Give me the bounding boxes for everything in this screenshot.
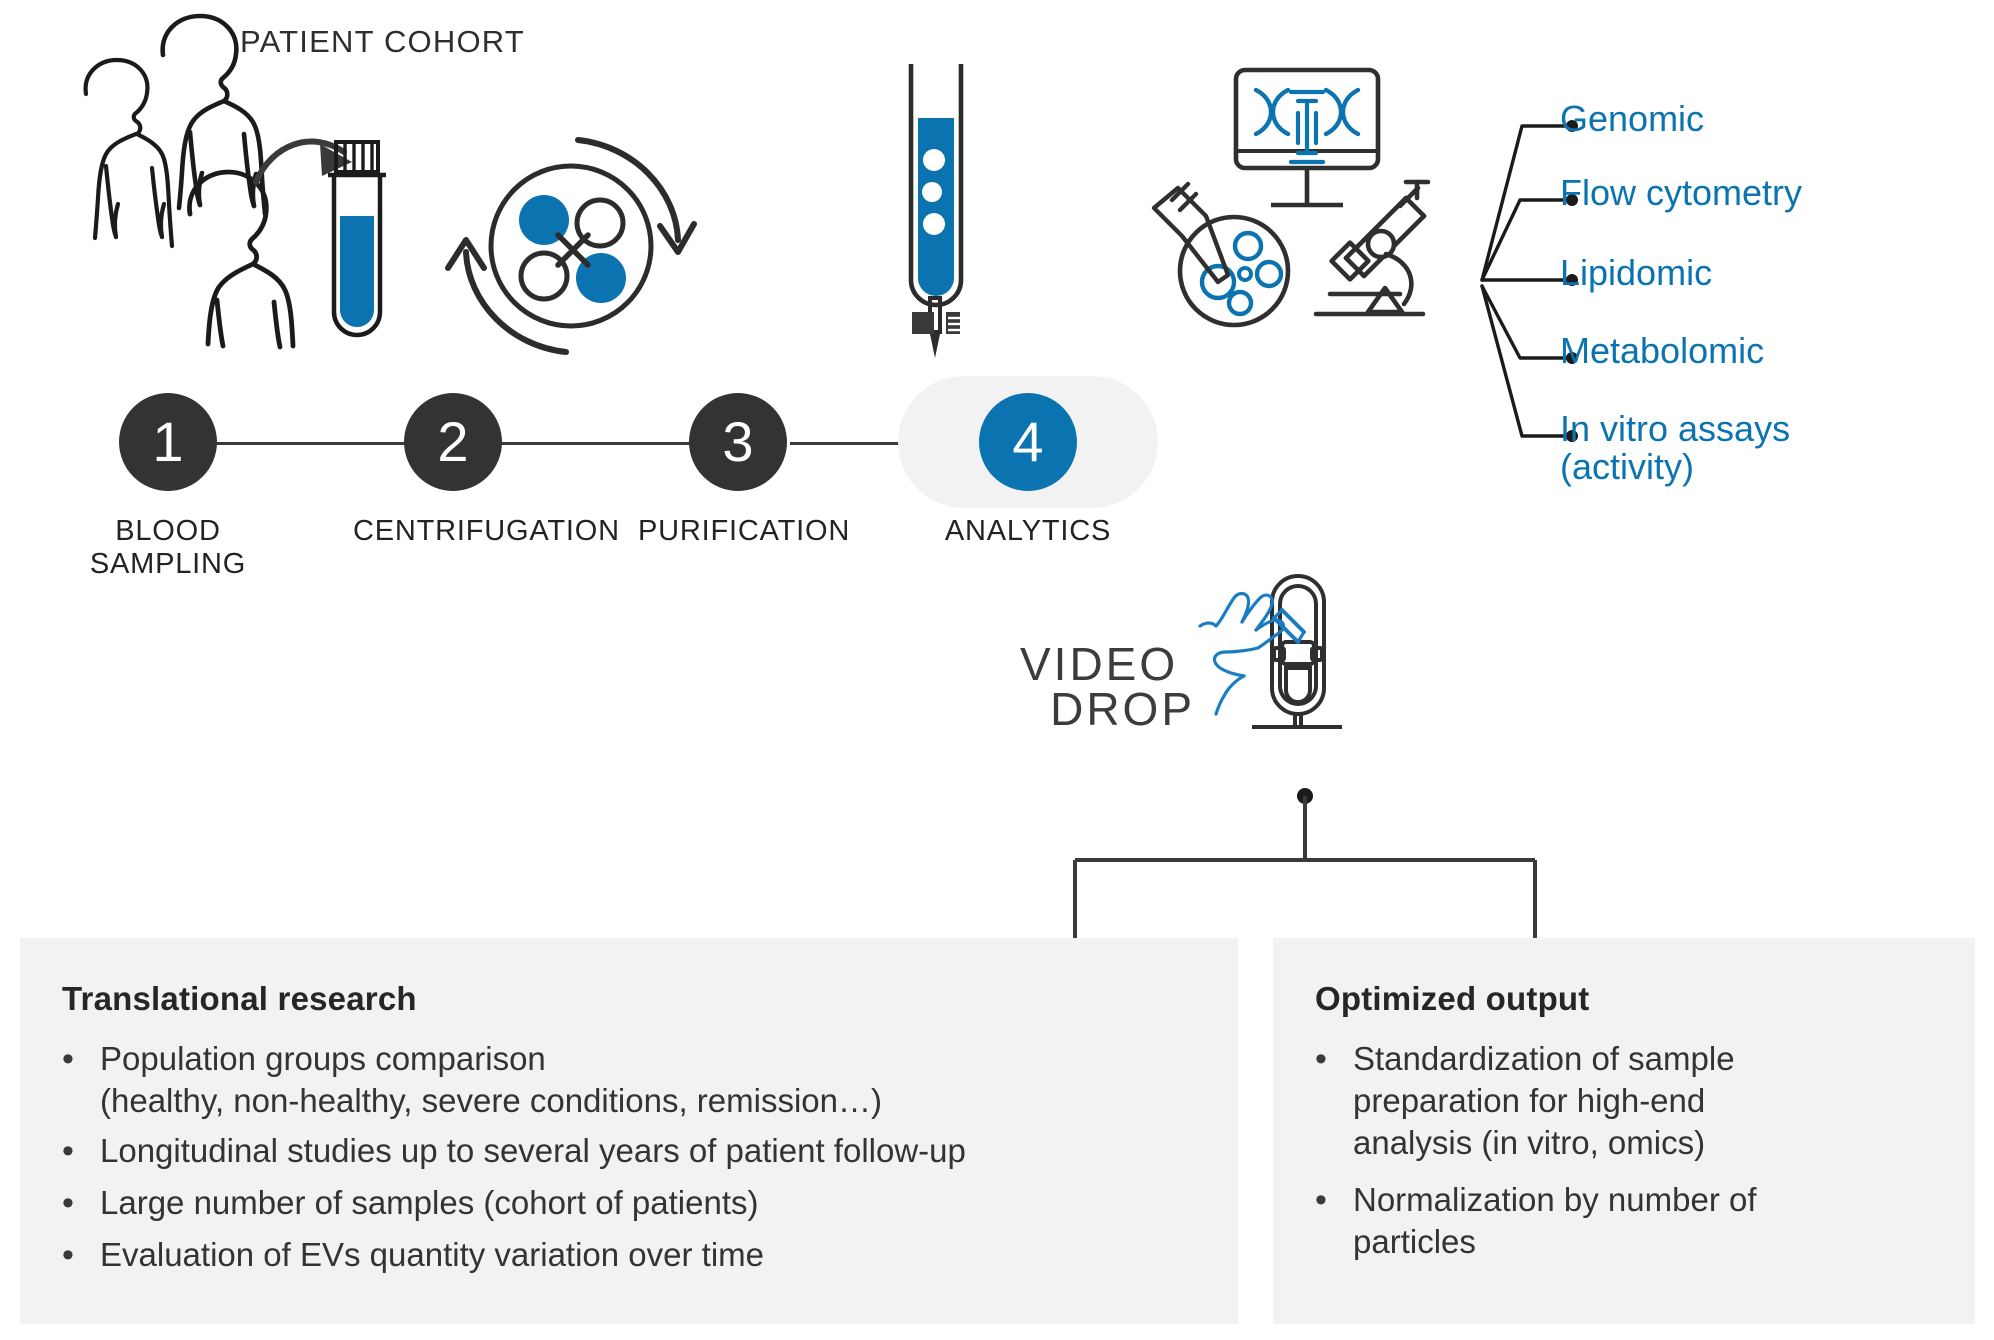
timeline-rail-1-2: [215, 442, 485, 445]
timeline-step-4[interactable]: 4 ANALYTICS: [898, 370, 1158, 548]
petri-dish-pipette-icon: [1151, 181, 1291, 328]
analytics-icon-cluster: [1151, 58, 1508, 328]
videodrop-instrument-icon: [1198, 574, 1342, 729]
step-label-centrifugation: CENTRIFUGATION: [353, 515, 620, 547]
list-item: • Large number of samples (cohort of pat…: [56, 1182, 1206, 1226]
panel-translational-bullets: • Population groups comparison (healthy,…: [56, 1038, 1206, 1285]
timeline-step-2[interactable]: 2 CENTRIFUGATION: [353, 370, 620, 548]
patient-silhouette-icon: [83, 13, 296, 350]
centrifuge-rotor-icon: [438, 128, 704, 364]
step-number-4: 4: [979, 393, 1077, 491]
workflow-timeline: 1 BLOOD SAMPLING 2 CENTRIFUGATION 3 PURI…: [0, 370, 1994, 580]
analytics-output-genomic[interactable]: Genomic: [1560, 98, 1705, 139]
bullet-text: Large number of samples (cohort of patie…: [100, 1183, 759, 1221]
blood-collection-tube-icon: [318, 140, 396, 345]
bullet-text: Standardization of sample preparation fo…: [1353, 1040, 1735, 1162]
analytics-output-lipidomic[interactable]: Lipidomic: [1560, 252, 1713, 293]
panel-optimized-output: Optimized output • Standardization of sa…: [1273, 938, 1975, 1324]
list-item: • Standardization of sample preparation …: [1309, 1038, 1939, 1165]
videodrop-wordmark-line1: VIDEO: [1020, 638, 1179, 690]
bullet-marker: •: [62, 1132, 74, 1171]
microscope-icon: [1313, 179, 1431, 317]
analytics-output-in-vitro-line1: In vitro assays: [1560, 408, 1791, 449]
analytics-output-in-vitro-line2: (activity): [1560, 446, 1694, 488]
patient-cohort-group: [20, 8, 440, 350]
analytics-branch-connector: [1480, 90, 1610, 510]
bullet-marker: •: [62, 1183, 74, 1222]
panel-translational-title: Translational research: [62, 980, 417, 1017]
bullet-text: Population groups comparison (healthy, n…: [100, 1040, 882, 1120]
bullet-text: Evaluation of EVs quantity variation ove…: [100, 1235, 765, 1273]
list-item: • Longitudinal studies up to several yea…: [56, 1130, 1206, 1174]
analytics-output-metabolomic[interactable]: Metabolomic: [1560, 330, 1765, 371]
panel-optimized-bullets: • Standardization of sample preparation …: [1309, 1038, 1939, 1271]
videodrop-brand-group: VIDEO DROP: [1020, 574, 1342, 780]
chromatography-column-icon: [888, 62, 988, 362]
timeline-step-1[interactable]: 1 BLOOD SAMPLING: [68, 370, 268, 581]
list-item: • Population groups comparison (healthy,…: [56, 1038, 1206, 1122]
bullet-text: Normalization by number of particles: [1353, 1180, 1757, 1260]
videodrop-wordmark: VIDEO DROP: [1020, 638, 1195, 736]
videodrop-wordmark-line2: DROP: [1050, 683, 1195, 736]
monitor-dna-icon: [1233, 67, 1381, 208]
list-item: • Normalization by number of particles: [1309, 1179, 1939, 1263]
step-number-3: 3: [689, 393, 787, 491]
step-number-2: 2: [404, 393, 502, 491]
panel-optimized-title: Optimized output: [1315, 980, 1590, 1017]
panels-connector: [1060, 788, 1560, 948]
analytics-output-in-vitro-assays[interactable]: In vitro assays (activity): [1560, 408, 1791, 488]
panel-translational-research: Translational research • Population grou…: [20, 938, 1238, 1324]
step-label-blood-sampling: BLOOD SAMPLING: [89, 515, 247, 580]
bullet-marker: •: [1315, 1040, 1327, 1078]
timeline-rail-2-3: [500, 442, 770, 445]
page-title: PATIENT COHORT: [240, 24, 525, 59]
list-item: • Evaluation of EVs quantity variation o…: [56, 1234, 1206, 1278]
timeline-step-3[interactable]: 3 PURIFICATION: [638, 370, 851, 548]
bullet-marker: •: [62, 1235, 74, 1274]
analytics-output-flow-cytometry[interactable]: Flow cytometry: [1560, 172, 1803, 213]
step-label-purification: PURIFICATION: [638, 515, 851, 547]
bullet-marker: •: [1315, 1180, 1327, 1219]
step-number-1: 1: [119, 393, 217, 491]
step-label-analytics: ANALYTICS: [944, 515, 1112, 547]
bullet-text: Longitudinal studies up to several years…: [100, 1132, 966, 1170]
bullet-marker: •: [62, 1040, 74, 1078]
